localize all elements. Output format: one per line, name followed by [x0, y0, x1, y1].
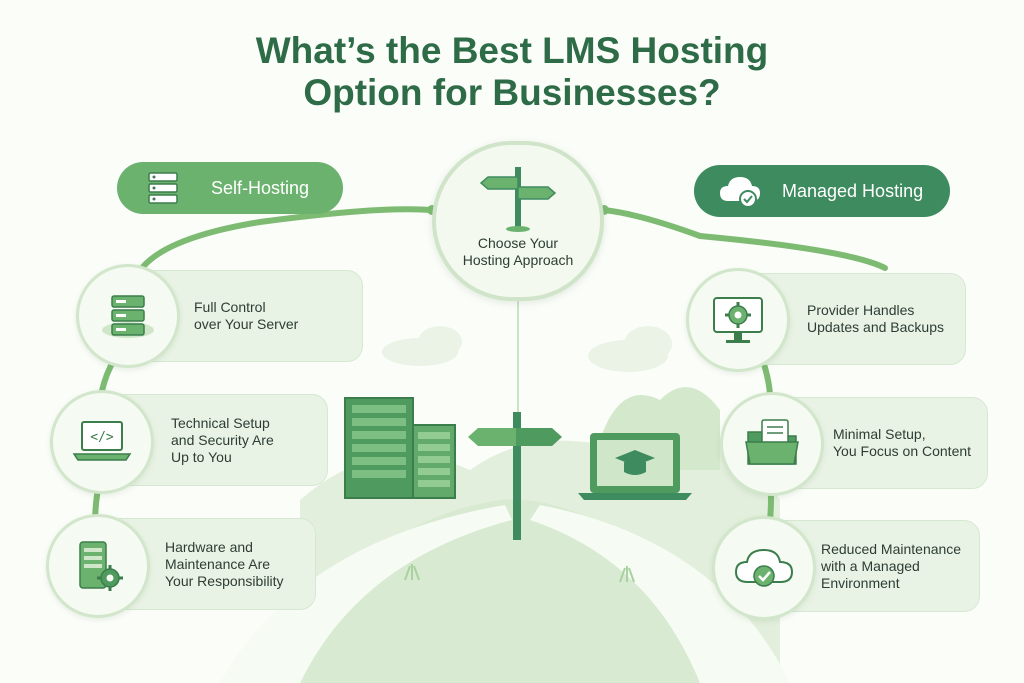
grass-tufts	[404, 564, 635, 583]
cloud-check-icon	[720, 177, 760, 208]
laptop-code-icon: </>	[72, 421, 132, 461]
self-hosting-item-1-text: Full Control over Your Server	[194, 299, 299, 332]
laptop-graduation-illustration	[578, 433, 692, 500]
folder-document-icon	[745, 419, 799, 465]
signpost-illustration	[468, 412, 562, 540]
self-hosting-label: Self-Hosting	[211, 177, 310, 198]
managed-hosting-item-1-badge	[686, 268, 790, 372]
svg-text:</>: </>	[90, 430, 114, 445]
managed-hosting-item-1-text: Provider Handles Updates and Backups	[807, 302, 944, 335]
self-hosting-item-3-text: Hardware and Maintenance Are Your Respon…	[165, 538, 284, 589]
managed-hosting-badge: Managed Hosting	[694, 165, 950, 217]
title-line-2: Option for Businesses?	[303, 72, 721, 113]
road-left	[220, 505, 512, 683]
title-line-1: What’s the Best LMS Hosting	[255, 30, 769, 71]
cloud-decoration	[382, 326, 672, 372]
self-hosting-item-3-badge	[46, 514, 150, 618]
hub-label: Choose Your Hosting Approach	[462, 235, 574, 268]
cloud-check-icon	[734, 548, 794, 587]
server-gear-icon	[79, 541, 123, 591]
self-hosting-item-2-text: Technical Setup and Security Are Up to Y…	[171, 414, 274, 465]
server-stack-icon	[148, 172, 178, 204]
managed-hosting-item-3-text: Reduced Maintenance with a Managed Envir…	[821, 540, 962, 591]
managed-hosting-item-2-badge	[720, 392, 824, 496]
managed-hosting-item-2-text: Minimal Setup, You Focus on Content	[833, 426, 972, 459]
road-right	[530, 505, 790, 683]
managed-hosting-item-3-badge	[712, 516, 816, 620]
page-title: What’s the Best LMS Hosting Option for B…	[0, 30, 1024, 114]
signpost-icon	[479, 167, 557, 232]
self-hosting-item-1-badge	[76, 264, 180, 368]
server-tower-illustration	[344, 397, 456, 499]
self-hosting-item-2-badge: </>	[50, 390, 154, 494]
self-hosting-badge: Self-Hosting	[117, 162, 343, 214]
hosting-approach-hub: Choose Your Hosting Approach	[432, 141, 604, 301]
server-stack-icon	[102, 295, 154, 338]
monitor-gear-icon	[713, 297, 763, 343]
managed-hosting-label: Managed Hosting	[782, 180, 924, 201]
